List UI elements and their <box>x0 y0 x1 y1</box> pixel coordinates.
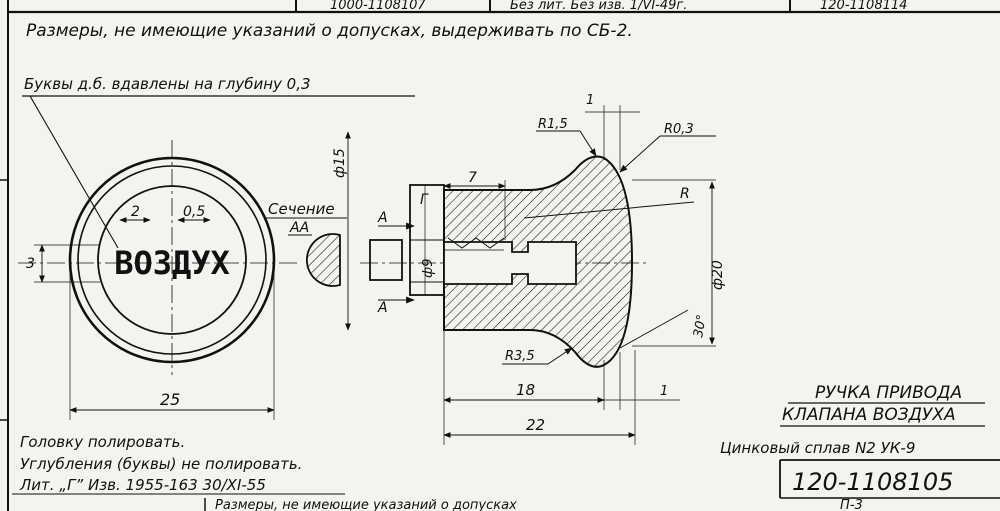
dim-R03: R0,3 <box>664 122 694 137</box>
face-circle <box>97 185 247 335</box>
dim-22: 22 <box>526 416 545 434</box>
thread-mark: Г <box>420 192 429 208</box>
bottom-repeat-note: Размеры, не имеющие указаний о допусках <box>215 498 517 511</box>
dim-d15: ф15 <box>332 148 348 178</box>
dim-1-top: 1 <box>586 93 594 108</box>
note-letters-depth: Буквы д.б. вдавлены на глубину 0,3 <box>24 75 311 93</box>
dim-R35: R3,5 <box>505 349 535 364</box>
note-general-tolerance: Размеры, не имеющие указаний о допусках,… <box>26 21 633 41</box>
top-strip-right: 120-1108114 <box>820 0 907 13</box>
top-strip-mid: Без лит. Без изв. 1/VI-49г. <box>510 0 687 13</box>
top-strip-left: 1000-1108107 <box>330 0 426 13</box>
sheet-mark: П-3 <box>840 498 863 511</box>
rim-inner-circle <box>77 165 267 355</box>
dim-7: 7 <box>468 170 477 186</box>
dim-18: 18 <box>516 381 535 399</box>
dim-letter-width: 2 <box>131 204 140 220</box>
title-block: РУЧКА ПРИВОДА КЛАПАНА ВОЗДУХА Цинковый с… <box>720 383 1000 498</box>
material-spec: Цинковый сплав N2 УК-9 <box>720 439 915 457</box>
dim-d9: ф9 <box>421 259 436 278</box>
dim-R: R <box>680 186 690 202</box>
section-label: Сечение <box>268 200 335 218</box>
section-profile <box>306 233 341 287</box>
dim-R15: R1,5 <box>538 117 568 132</box>
note-polish-head: Головку полировать. <box>20 433 185 451</box>
part-number: 120-1108105 <box>792 468 953 496</box>
dim-angle: 30° <box>691 313 710 338</box>
leader-letters <box>29 95 119 249</box>
embossed-word: ВОЗДУХ <box>114 244 230 282</box>
note-letter-rev: Лит. „Г” Изв. 1955-163 30/XI-55 <box>19 476 266 494</box>
part-name-line2: КЛАПАНА ВОЗДУХА <box>782 405 956 425</box>
dim-stroke: 0,5 <box>183 204 205 220</box>
front-view: ВОЗДУХ 2 0,5 3 25 <box>18 140 300 420</box>
cut-mark-bottom: А <box>377 300 388 316</box>
outer-rim-circle <box>68 156 276 364</box>
part-name-line1: РУЧКА ПРИВОДА <box>815 383 962 403</box>
section-label-sub: АА <box>289 220 309 236</box>
shaft-end <box>369 239 403 281</box>
dim-diameter: 25 <box>160 390 180 409</box>
dim-d20: ф20 <box>710 260 726 290</box>
section-view: Сечение АА <box>266 200 347 287</box>
side-view: А А Г ф15 7 ф9 R R1,5 R0,3 1 ф20 <box>332 93 726 445</box>
dim-1-bottom: 1 <box>660 384 668 399</box>
knob-bore <box>443 241 577 285</box>
dim-letter-height: 3 <box>26 256 35 272</box>
cut-mark-top: А <box>377 210 388 226</box>
note-no-polish-letters: Углубления (буквы) не полировать. <box>20 455 302 473</box>
